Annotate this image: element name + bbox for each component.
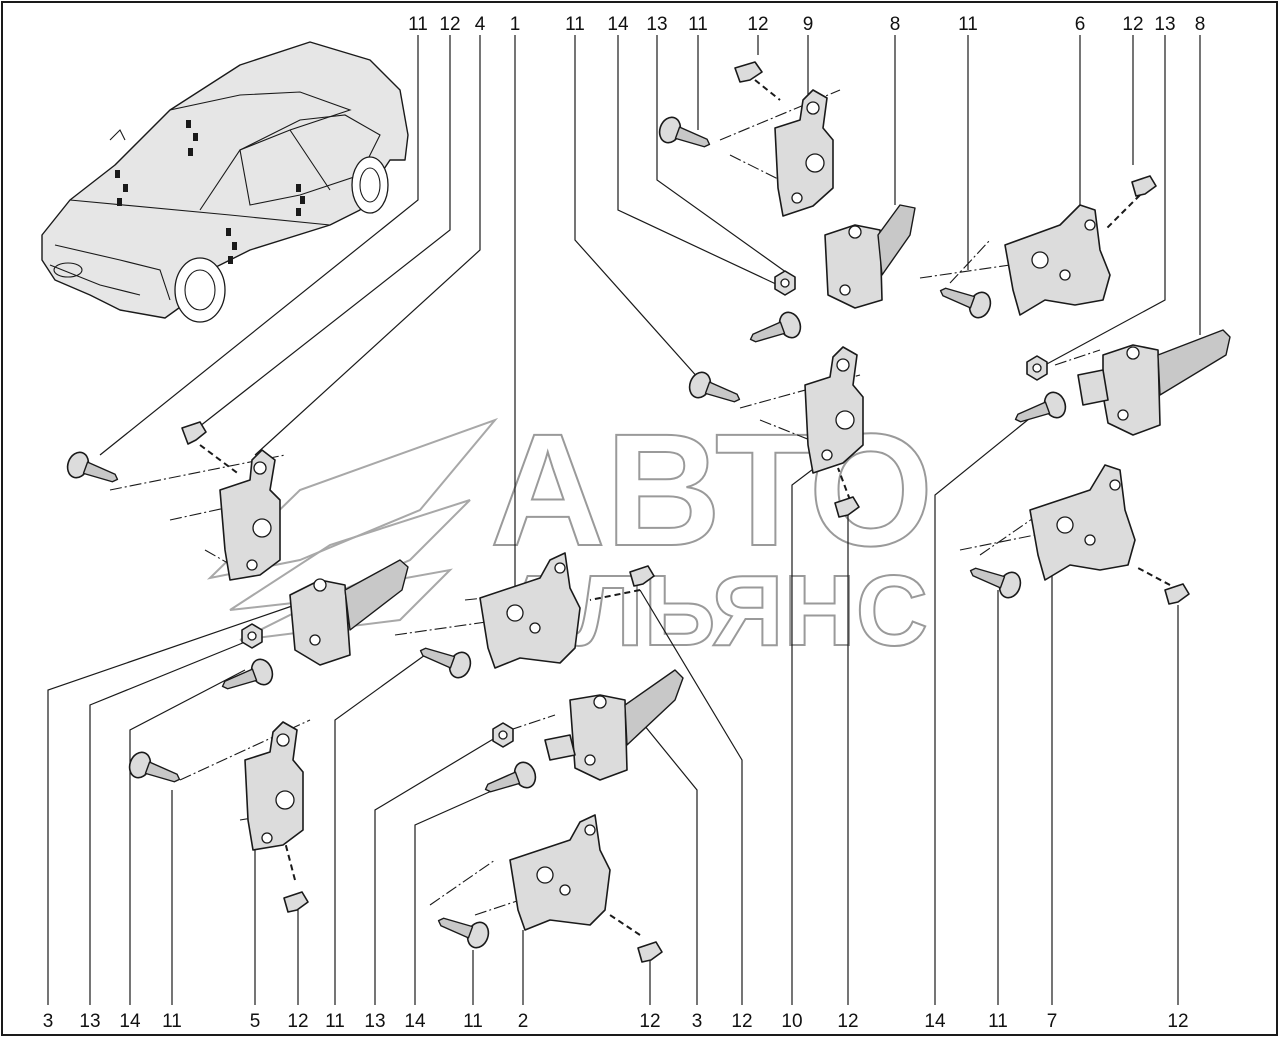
callout-bottom: 7	[1047, 1011, 1058, 1032]
callout-top: 11	[688, 14, 708, 35]
callout-top: 9	[803, 14, 814, 35]
leader-lines-top	[99, 35, 1201, 595]
callout-top: 12	[439, 14, 460, 35]
callout-bottom: 12	[731, 1011, 752, 1032]
callout-bottom: 10	[781, 1011, 802, 1032]
sedan-car-icon	[41, 41, 409, 323]
callout-bottom: 2	[518, 1011, 529, 1032]
callout-top: 1	[510, 14, 521, 35]
callout-top: 11	[958, 14, 978, 35]
callout-bottom: 11	[162, 1011, 182, 1032]
callout-top: 12	[1122, 14, 1143, 35]
callout-bottom: 3	[43, 1011, 54, 1032]
callout-bottom: 13	[79, 1011, 100, 1032]
callout-top: 8	[1195, 14, 1206, 35]
callout-bottom: 14	[119, 1011, 141, 1032]
callout-top: 14	[607, 14, 629, 35]
callout-bottom: 14	[924, 1011, 946, 1032]
top-callout-labels: 11 12 4 1 11 14 13 11 12 9 8 11 6 12 13 …	[408, 14, 1205, 35]
callout-top: 12	[747, 14, 768, 35]
callout-top: 8	[890, 14, 901, 35]
callout-top: 4	[475, 14, 486, 35]
clip-arrows	[199, 79, 1171, 936]
callout-top: 13	[1154, 14, 1175, 35]
callout-bottom: 11	[463, 1011, 483, 1032]
callout-bottom: 11	[325, 1011, 345, 1032]
door-hinge-icon	[219, 89, 1136, 931]
callout-bottom: 12	[287, 1011, 308, 1032]
callout-bottom: 13	[364, 1011, 385, 1032]
flange-bolt-icon	[66, 116, 1067, 949]
spring-clip-icon	[181, 61, 1190, 963]
callout-bottom: 3	[692, 1011, 703, 1032]
callout-top: 6	[1075, 14, 1086, 35]
door-check-link-icon	[289, 204, 1231, 781]
callout-bottom: 5	[250, 1011, 261, 1032]
callout-bottom: 12	[837, 1011, 858, 1032]
watermark-line-1: АВТО	[490, 400, 933, 579]
callout-bottom: 12	[639, 1011, 660, 1032]
callout-bottom: 11	[988, 1011, 1008, 1032]
callout-top: 13	[646, 14, 667, 35]
callout-top: 11	[408, 14, 428, 35]
bottom-callout-labels: 3 13 14 11 5 12 11 13 14 11 2 12 3 12 10…	[43, 1011, 1189, 1032]
callout-bottom: 12	[1167, 1011, 1188, 1032]
flange-nut-icon	[241, 270, 1048, 748]
callout-bottom: 14	[404, 1011, 426, 1032]
callout-top: 11	[565, 14, 585, 35]
